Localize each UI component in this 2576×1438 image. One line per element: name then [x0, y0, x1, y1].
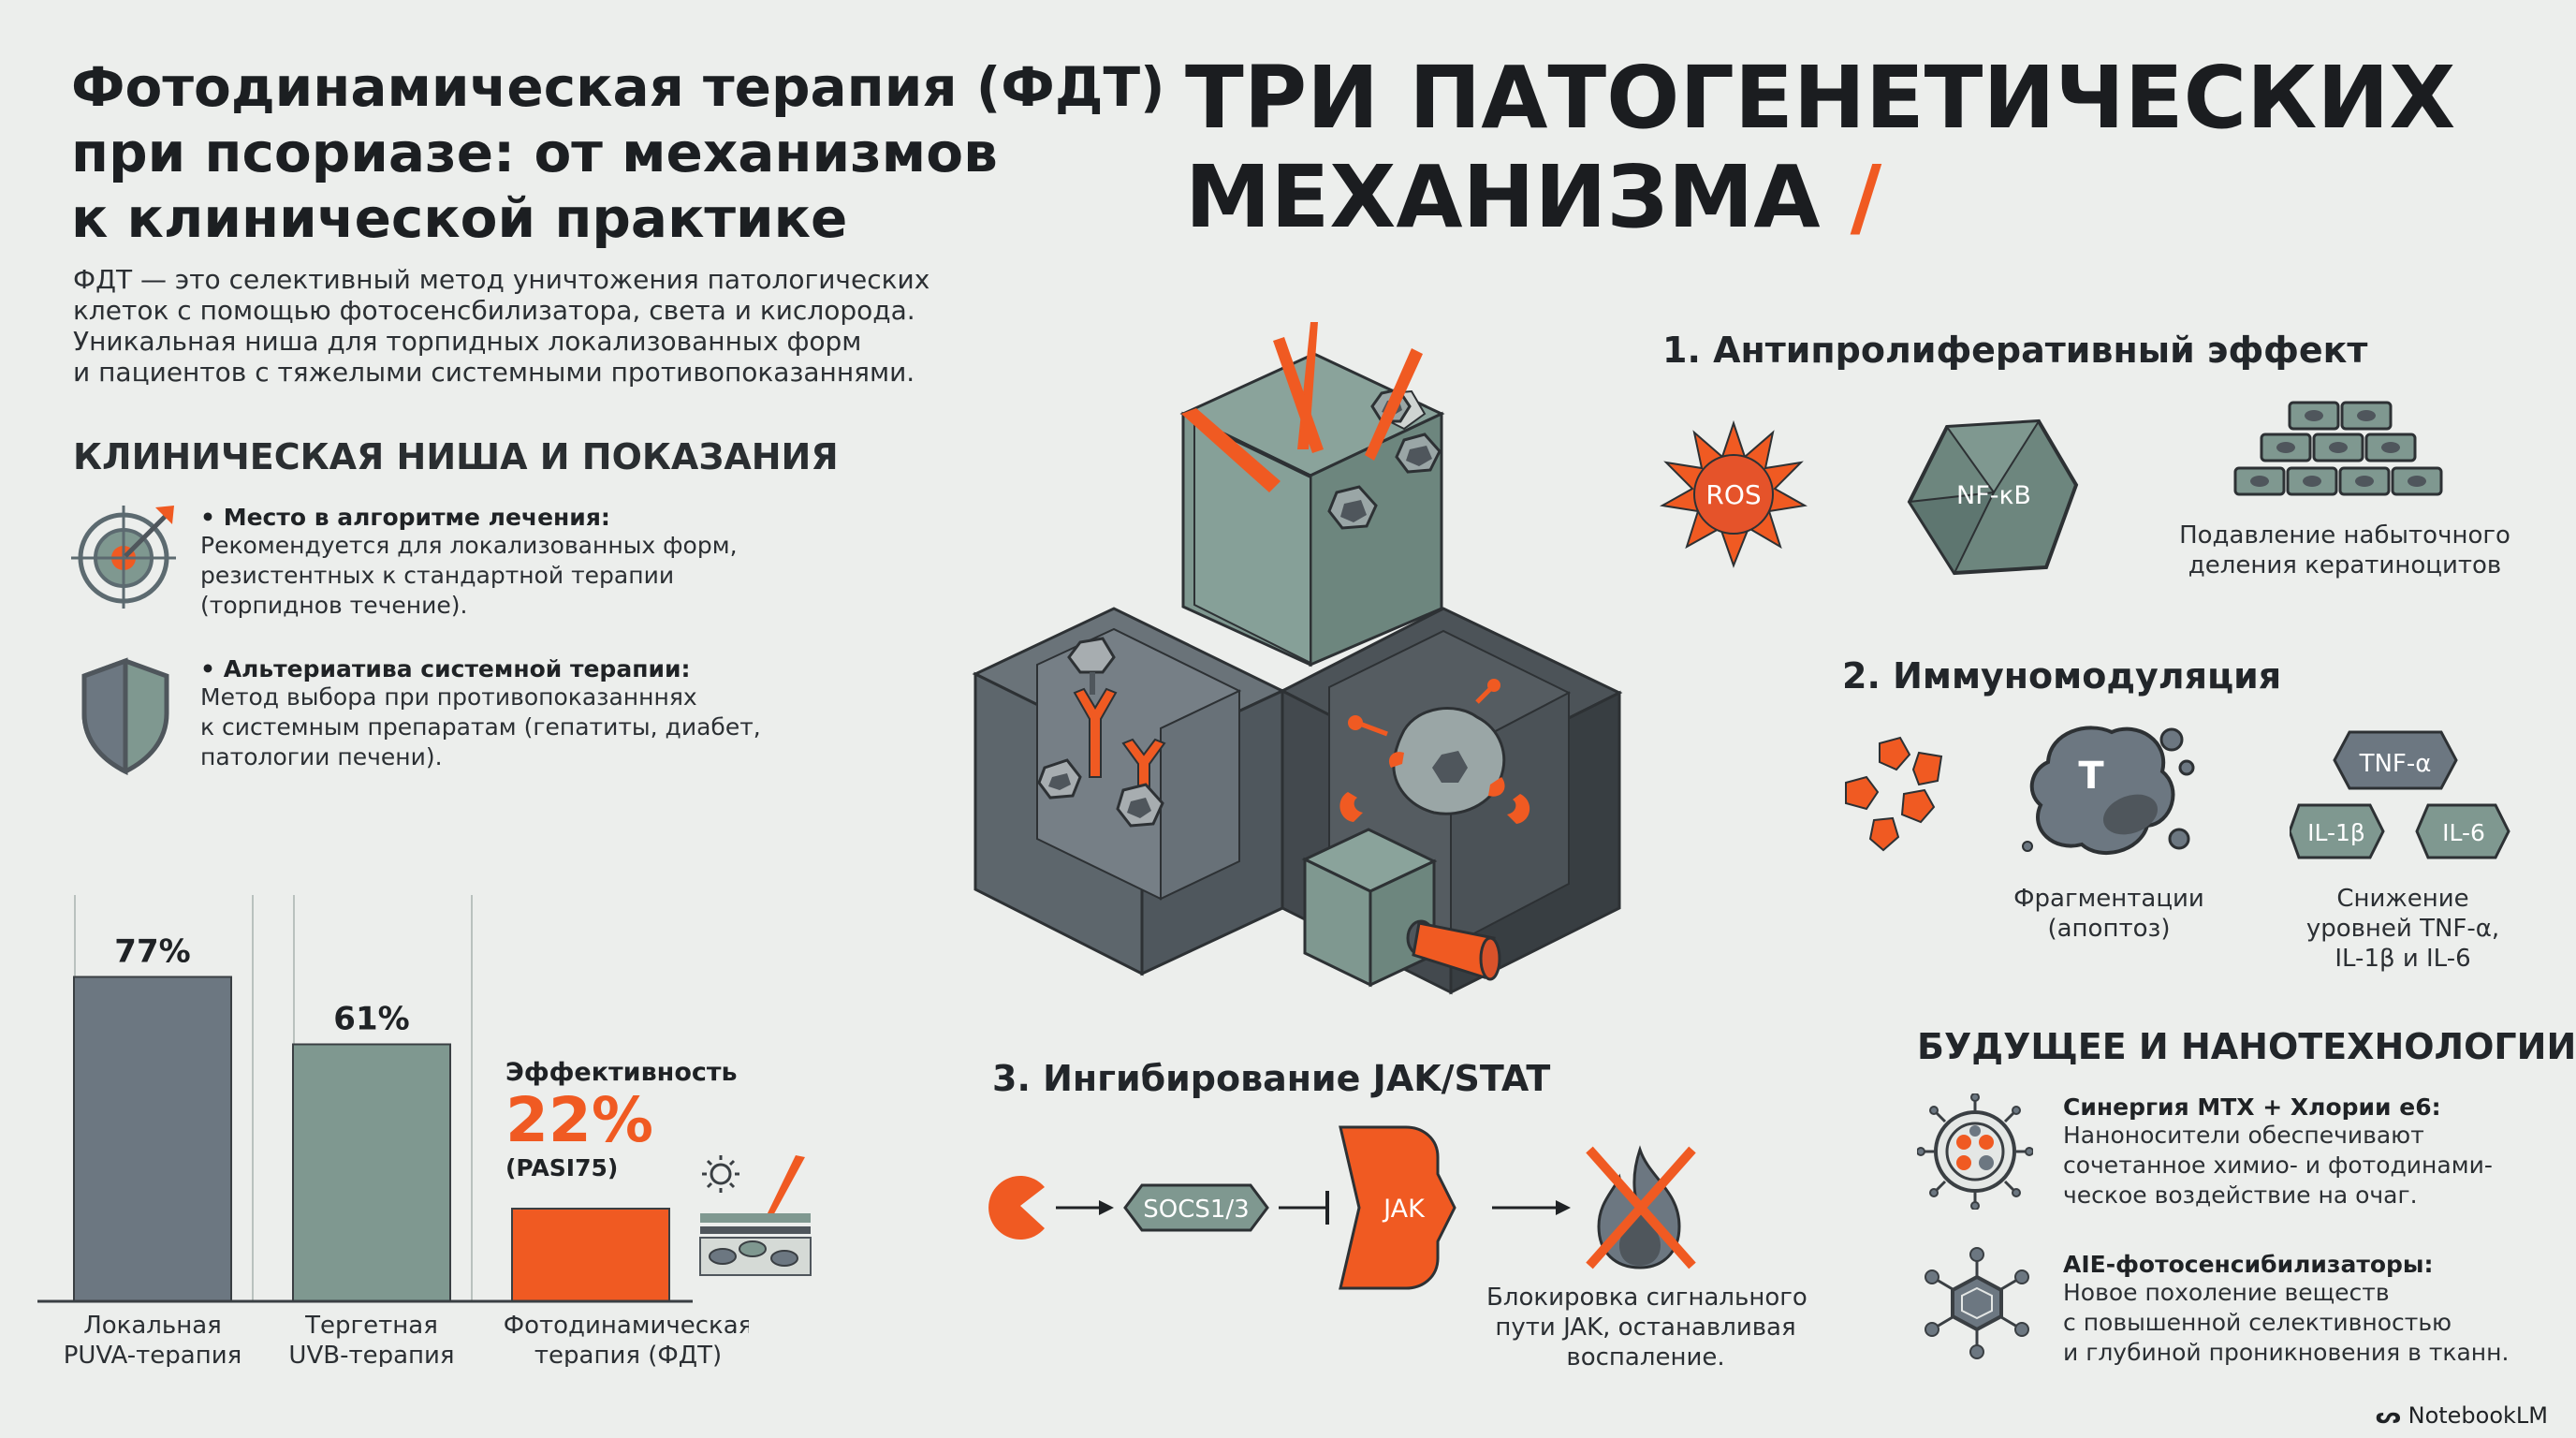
inflammation-blocked-icon: [1586, 1145, 1696, 1269]
mechanisms-title-line-1: ТРИ ПАТОГЕНЕТИЧЕСКИХ: [1185, 48, 2456, 148]
cytokine-tnf: TNF-α: [2359, 750, 2432, 778]
efficacy-value: 22%: [505, 1084, 653, 1156]
target-icon: [71, 506, 176, 609]
bar-3: [511, 1208, 670, 1302]
shield-icon: [81, 657, 169, 775]
future-item-2: AIE-фотосенсибилизаторы: Новое похоление…: [2063, 1251, 2509, 1368]
future-heading: БУДУЩЕЕ И НАНОТЕХНОЛОГИИ: [1917, 1026, 2576, 1067]
intro-line-3: Уникальная ниша для торпидных локализова…: [73, 326, 862, 357]
bar-1: [73, 976, 232, 1302]
ros-label: ROS: [1705, 479, 1761, 510]
title-line-2: при псориазе: от механизмов: [71, 121, 998, 184]
fragmentation-icon: [1845, 736, 1943, 852]
mechanisms-illustration: [972, 322, 1623, 995]
cytokine-il1b: IL-1β: [2307, 819, 2365, 846]
future-item-1-body: Наноносители обеспечивают сочетанное хим…: [2063, 1122, 2493, 1209]
keratinocyte-stack-icon: [2233, 401, 2443, 496]
bar-1-label: Локальная: [83, 1312, 222, 1340]
intro-text: ФДТ — это селективный метод уничтожения …: [73, 264, 930, 388]
bar-2-label: UVB-терапия: [288, 1342, 454, 1367]
t-cell-label: T: [2078, 755, 2104, 798]
clinical-item-2-body: Метод выбора при противопоказанннях к си…: [200, 683, 761, 770]
bar-3-label: терапия (ФДТ): [534, 1342, 722, 1367]
intro-line-4: и пациентов с тяжелыми системными против…: [73, 357, 915, 388]
mechanism-1-title: 1. Антипролиферативный эффект: [1662, 330, 2368, 371]
mechanisms-title: ТРИ ПАТОГЕНЕТИЧЕСКИХ МЕХАНИЗМА /: [1185, 49, 2455, 247]
light-skin-icon: [699, 1155, 812, 1276]
future-item-1-title: Синергия МТХ + Хлории е6:: [2063, 1093, 2441, 1121]
apoptosis-caption: Фрагментации (апоптоз): [2013, 885, 2204, 943]
mechanism-3-caption: Блокировка сигнального пути JAK, останав…: [1486, 1284, 1808, 1372]
efficacy-label: Эффективность: [505, 1058, 738, 1087]
future-item-1: Синергия МТХ + Хлории е6: Наноносители о…: [2063, 1093, 2493, 1211]
future-item-2-title: AIE-фотосенсибилизаторы:: [2063, 1251, 2434, 1278]
notebooklm-logo: ᔕ NotebookLM: [2376, 1402, 2548, 1429]
title-line-3: к клинической практике: [71, 186, 848, 250]
bar-2-value: 61%: [333, 1001, 409, 1038]
future-item-2-body: Новое похоление веществ с повышенной сел…: [2063, 1279, 2510, 1366]
nfkb-label: NF-κB: [1956, 481, 2031, 510]
small-cube: [1301, 828, 1501, 988]
socs-label: SOCS1/3: [1143, 1196, 1249, 1224]
molecule-icon: [1925, 1247, 2029, 1359]
nfkb-hexagon-icon: NF-κB: [1907, 418, 2079, 576]
mechanisms-title-line-2: МЕХАНИЗМА /: [1185, 147, 1882, 247]
mechanism-1-caption: Подавление набыточного деления кератиноц…: [2179, 521, 2510, 580]
notebooklm-label: NotebookLM: [2408, 1402, 2548, 1429]
bar-1-label: PUVA-терапия: [64, 1342, 242, 1367]
pacman-inhibitor-icon: [988, 1176, 1045, 1240]
notebooklm-icon: ᔕ: [2375, 1402, 2401, 1429]
cytokines-icon: TNF-α IL-1β IL-6: [2290, 730, 2510, 859]
bar-3-label: Фотодинамическая: [504, 1312, 749, 1340]
cytokine-il6: IL-6: [2442, 819, 2485, 846]
clinical-heading: КЛИНИЧЕСКАЯ НИША И ПОКАЗАНИЯ: [73, 436, 839, 477]
mechanism-2-title: 2. Иммуномодуляция: [1842, 655, 2282, 697]
ros-burst-icon: ROS: [1660, 419, 1808, 568]
bar-2-label: Тергетная: [304, 1312, 438, 1340]
clinical-item-2: • Альтериатива системной терапии: Метод …: [200, 655, 761, 772]
cytokine-caption: Снижение уровней TNF-α, IL-1β и IL-6: [2305, 885, 2500, 973]
clinical-item-1: • Место в алгоритме лечения: Рекомендует…: [200, 504, 738, 621]
t-cell-apoptosis-icon: T: [2022, 726, 2195, 855]
intro-line-2: клеток с помощью фотосенсбилизатора, све…: [73, 295, 915, 326]
clinical-item-2-title: • Альтериатива системной терапии:: [200, 655, 691, 682]
bar-1-value: 77%: [114, 933, 190, 971]
page-title: Фотодинамическая терапия (ФДТ) при псори…: [71, 54, 1165, 251]
nanoparticle-icon: [1917, 1093, 2033, 1210]
ptd-highlight: Эффективность 22% (PASI75): [505, 1058, 738, 1181]
clinical-item-1-body: Рекомендуется для локализованных форм, р…: [200, 532, 738, 619]
clinical-item-1-title: • Место в алгоритме лечения:: [200, 504, 610, 531]
left-cube: [972, 607, 1286, 976]
title-line-1: Фотодинамическая терапия (ФДТ): [71, 55, 1165, 119]
mechanism-3-title: 3. Ингибирование JAK/STAT: [992, 1058, 1551, 1099]
efficacy-note: (PASI75): [505, 1154, 619, 1181]
intro-line-1: ФДТ — это селективный метод уничтожения …: [73, 264, 930, 295]
jak-label: JAK: [1382, 1195, 1426, 1224]
jak-stat-pathway: SOCS1/3 JAK: [988, 1125, 1571, 1290]
top-cube: [1179, 322, 1445, 668]
title-slash: /: [1850, 147, 1882, 247]
bar-2: [292, 1043, 451, 1302]
